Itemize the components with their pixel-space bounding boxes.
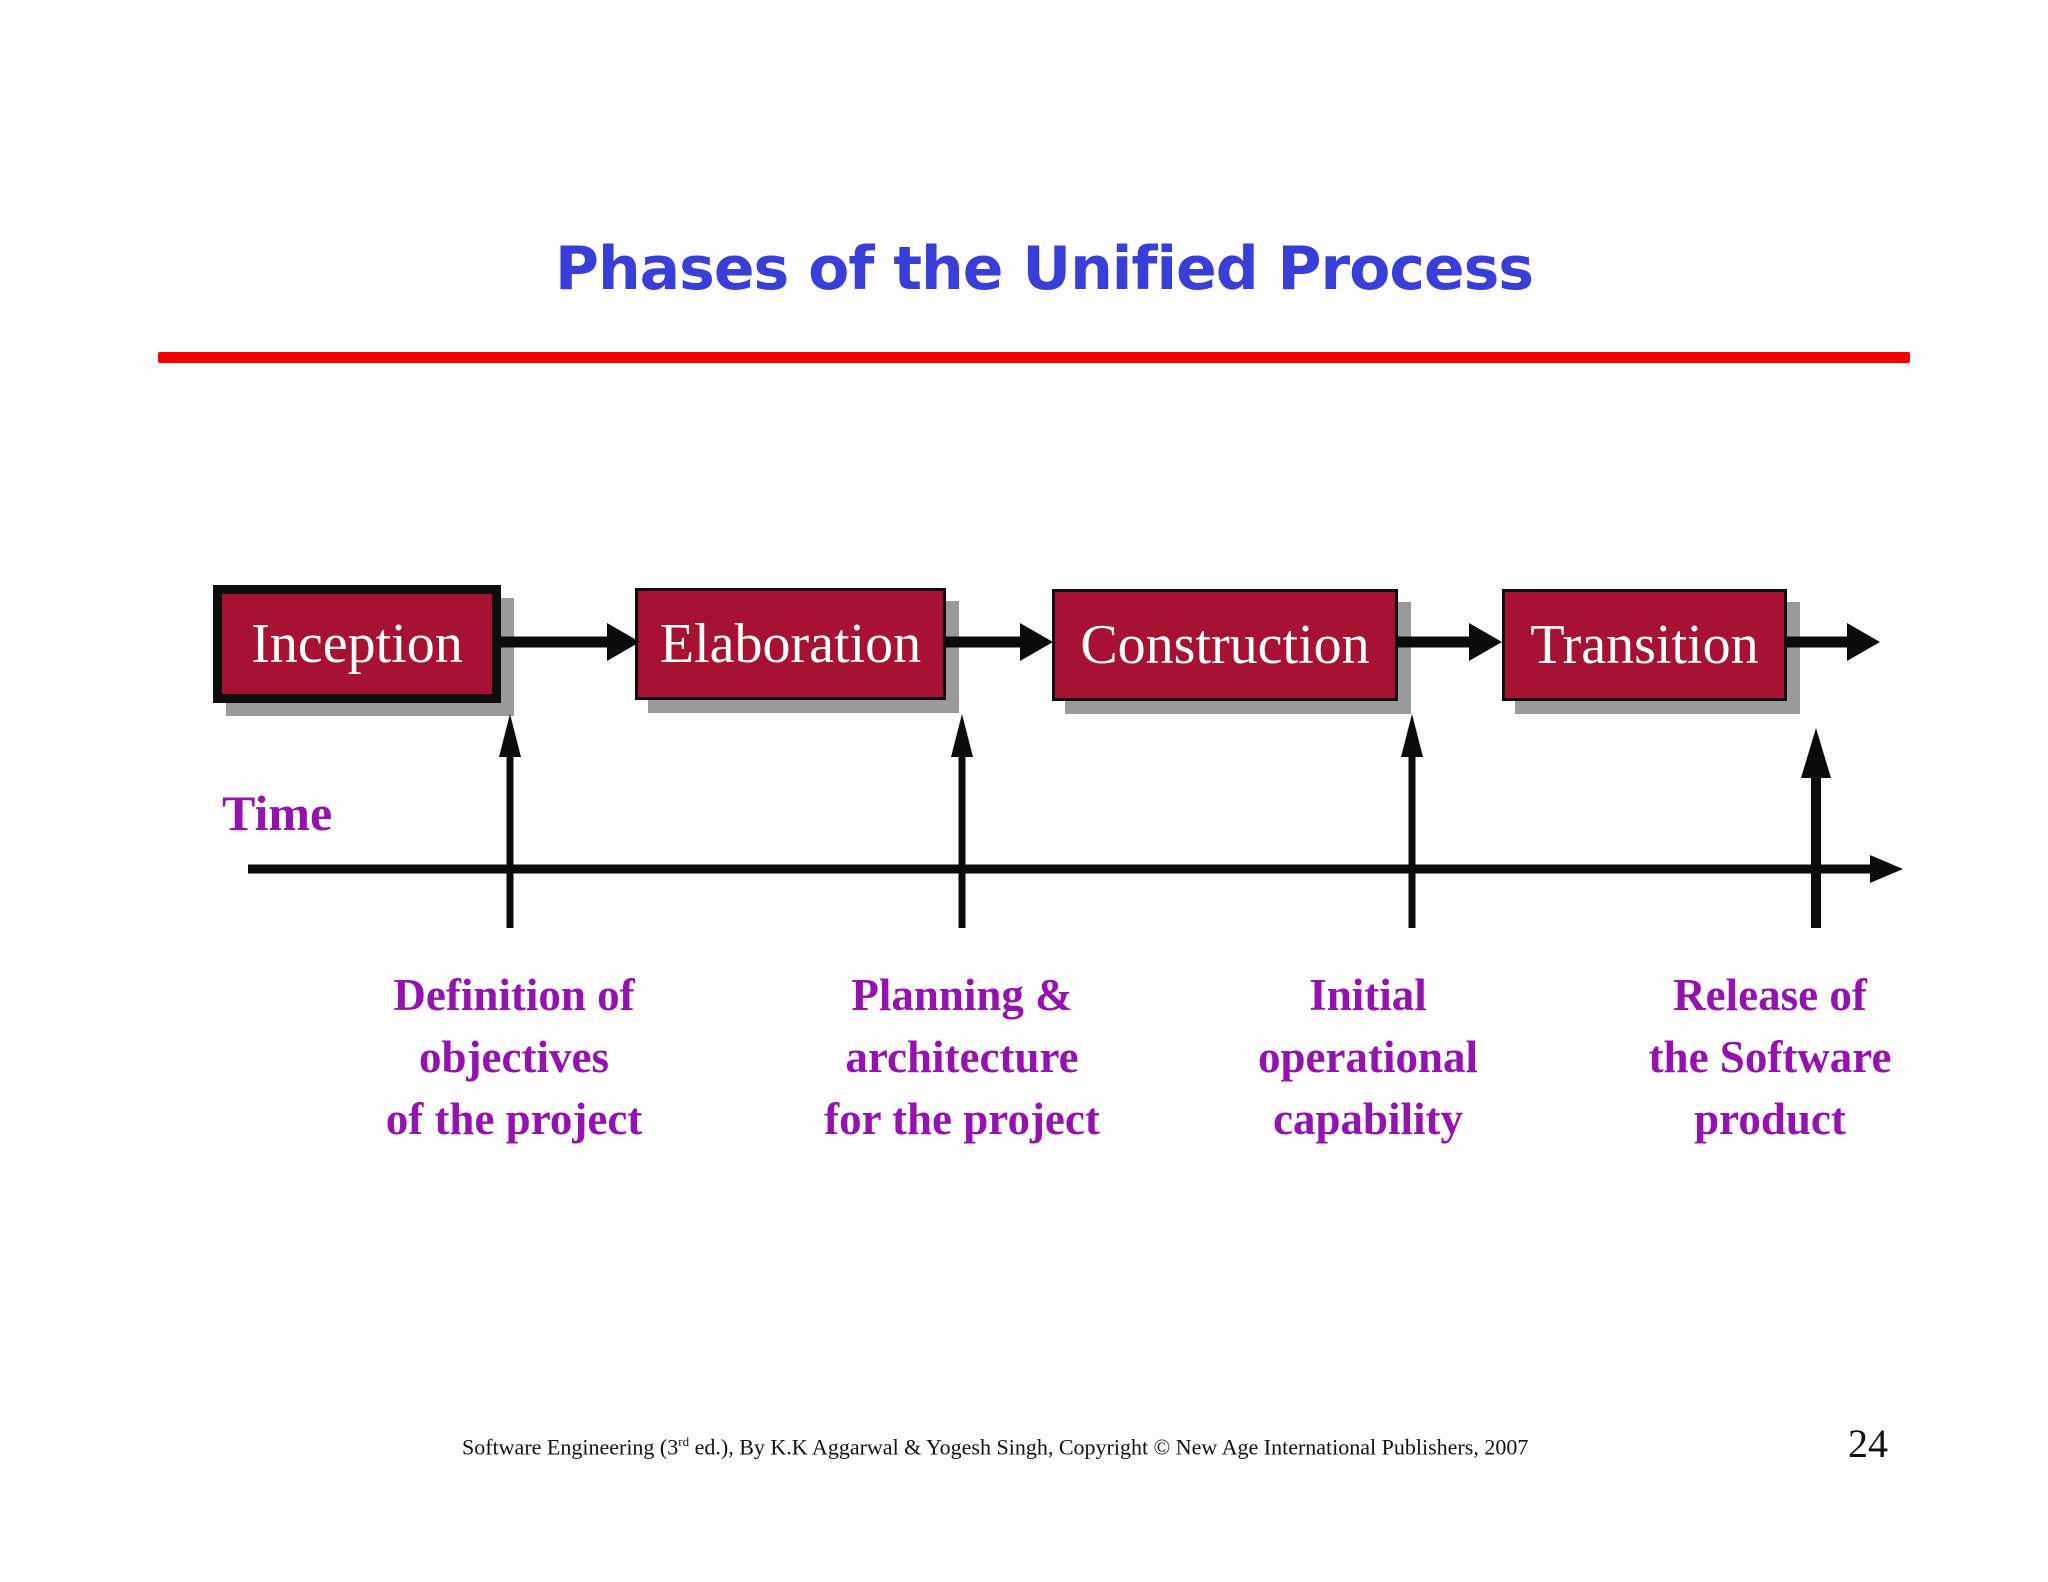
flow-arrow-inception-elaboration bbox=[501, 623, 640, 661]
milestone-caption-line: Definition of bbox=[393, 970, 635, 1020]
phase-label-construction: Construction bbox=[1080, 614, 1370, 676]
milestone-caption-line: capability bbox=[1272, 1094, 1464, 1144]
milestone-caption-line: the Software bbox=[1648, 1032, 1892, 1082]
milestone-tick-4 bbox=[1801, 728, 1831, 928]
phase-label-elaboration: Elaboration bbox=[659, 613, 922, 675]
page-number: 24 bbox=[1848, 1421, 1888, 1466]
milestone-tick-1 bbox=[499, 714, 521, 928]
footer-citation: Software Engineering (3rd ed.), By K.K A… bbox=[462, 1434, 1528, 1461]
flow-arrow-transition-out bbox=[1787, 623, 1880, 661]
milestone-caption-line: Initial bbox=[1309, 970, 1427, 1020]
phase-label-transition: Transition bbox=[1530, 614, 1759, 676]
phase-box-elaboration: Elaboration bbox=[635, 588, 946, 700]
milestone-caption-2: Planning & architecture for the project bbox=[752, 964, 1172, 1150]
milestone-caption-line: operational bbox=[1258, 1032, 1478, 1082]
milestone-caption-line: architecture bbox=[845, 1032, 1079, 1082]
footer-citation-prefix: Software Engineering (3 bbox=[462, 1434, 679, 1460]
phase-box-construction: Construction bbox=[1052, 589, 1398, 701]
milestone-caption-4: Release of the Software product bbox=[1560, 964, 1980, 1150]
footer-citation-suffix: ed.), By K.K Aggarwal & Yogesh Singh, Co… bbox=[689, 1434, 1529, 1460]
milestone-caption-line: product bbox=[1694, 1094, 1846, 1144]
phase-box-inception: Inception bbox=[213, 585, 501, 703]
milestone-tick-2 bbox=[951, 714, 973, 928]
milestone-caption-line: Planning & bbox=[851, 970, 1073, 1020]
time-axis-label: Time bbox=[222, 785, 333, 841]
milestone-caption-line: Release of bbox=[1673, 970, 1867, 1020]
phase-box-transition: Transition bbox=[1502, 589, 1787, 701]
timeline-axis bbox=[248, 855, 1903, 883]
flow-arrow-construction-transition bbox=[1398, 623, 1502, 661]
milestone-caption-1: Definition of objectives of the project bbox=[304, 964, 724, 1150]
page-title: Phases of the Unified Process bbox=[554, 234, 1534, 304]
milestone-tick-3 bbox=[1401, 714, 1423, 928]
milestone-caption-line: of the project bbox=[385, 1094, 643, 1144]
phase-label-inception: Inception bbox=[251, 613, 463, 675]
milestone-caption-3: Initial operational capability bbox=[1158, 964, 1578, 1150]
milestone-caption-line: objectives bbox=[419, 1032, 609, 1082]
flow-arrow-elaboration-construction bbox=[946, 623, 1053, 661]
milestone-caption-line: for the project bbox=[824, 1094, 1100, 1144]
footer-citation-superscript: rd bbox=[678, 1434, 690, 1449]
title-divider-rule bbox=[158, 352, 1910, 363]
